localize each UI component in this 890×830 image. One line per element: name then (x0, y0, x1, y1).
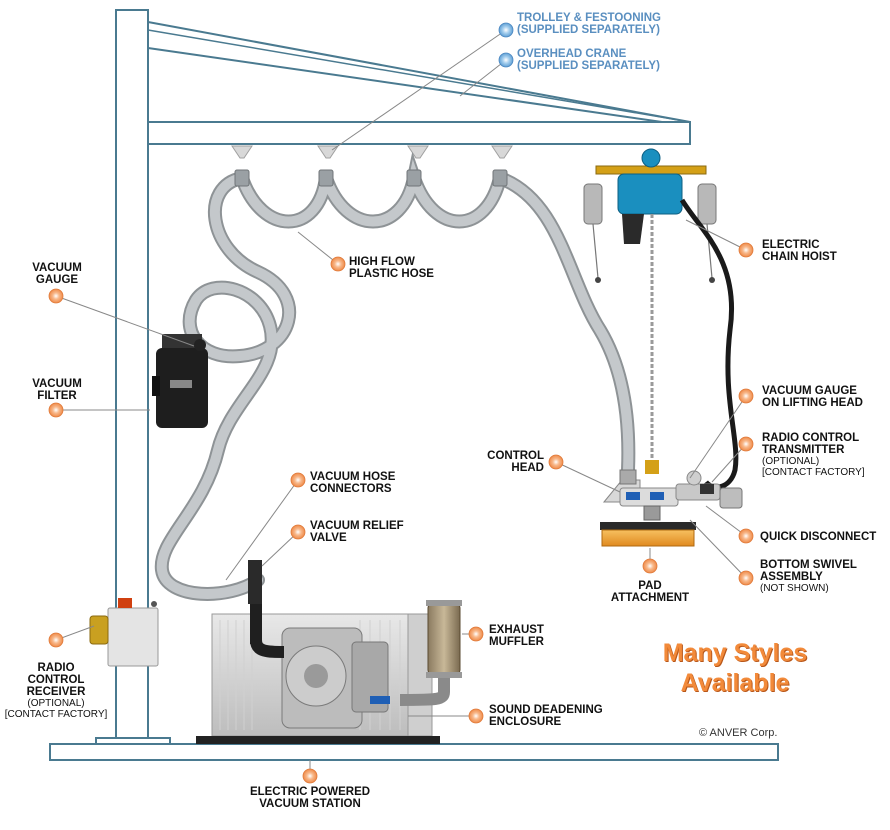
label-station-line2: VACUUM STATION (259, 798, 361, 810)
label-gauge-line2: GAUGE (35, 274, 79, 286)
label-pad: PAD ATTACHMENT (600, 580, 700, 604)
label-relief-line2: VALVE (310, 532, 347, 544)
label-station: ELECTRIC POWERED VACUUM STATION (230, 786, 390, 810)
label-hoist: ELECTRIC CHAIN HOIST (762, 239, 837, 263)
label-transmitter-note1: (OPTIONAL) (762, 456, 820, 467)
label-muffler: EXHAUST MUFFLER (489, 624, 544, 648)
label-transmitter-line1: RADIO CONTROL (762, 432, 860, 444)
label-receiver-note1: (OPTIONAL) (27, 698, 85, 709)
label-quick-disconnect-text: QUICK DISCONNECT (760, 531, 877, 543)
label-quick-disconnect: QUICK DISCONNECT (760, 531, 876, 543)
pointer-dot-icon (48, 402, 64, 418)
label-swivel-note: (NOT SHOWN) (760, 583, 829, 594)
floor-base (49, 743, 779, 761)
label-transmitter: RADIO CONTROL TRANSMITTER (OPTIONAL) [CO… (762, 432, 865, 478)
label-trolley: TROLLEY & FESTOONING (SUPPLIED SEPARATEL… (517, 12, 661, 36)
label-trolley-line1: TROLLEY & FESTOONING (517, 12, 661, 24)
pointer-dot-icon (290, 524, 306, 540)
label-filter: VACUUM FILTER (22, 378, 92, 402)
electric-chain-hoist (583, 148, 739, 490)
label-connectors-line2: CONNECTORS (310, 483, 392, 495)
label-control-head: CONTROL HEAD (470, 450, 544, 474)
label-hoist-line2: CHAIN HOIST (762, 251, 837, 263)
label-enclosure-line1: SOUND DEADENING (489, 704, 603, 716)
hose-clamps (234, 169, 508, 187)
label-hose-line1: HIGH FLOW (349, 256, 415, 268)
label-swivel-line1: BOTTOM SWIVEL (760, 559, 857, 571)
label-receiver-line2: CONTROL (27, 674, 85, 686)
crane-structure (49, 9, 779, 761)
radio-receiver (89, 598, 159, 667)
label-enclosure-line2: ENCLOSURE (489, 716, 562, 728)
label-head-gauge-line2: ON LIFTING HEAD (762, 397, 863, 409)
pointer-dot-icon (468, 708, 484, 724)
label-filter-line2: FILTER (37, 390, 77, 402)
label-pad-line2: ATTACHMENT (610, 592, 690, 604)
label-transmitter-line2: TRANSMITTER (762, 444, 845, 456)
label-hose: HIGH FLOW PLASTIC HOSE (349, 256, 434, 280)
vacuum-station (196, 560, 462, 744)
label-enclosure: SOUND DEADENING ENCLOSURE (489, 704, 603, 728)
control-head (600, 469, 743, 547)
label-muffler-line2: MUFFLER (489, 636, 544, 648)
pointer-lines (55, 29, 747, 772)
label-crane-line2: (SUPPLIED SEPARATELY) (517, 60, 660, 72)
label-station-line1: ELECTRIC POWERED (249, 786, 371, 798)
label-relief-line1: VACUUM RELIEF (310, 520, 404, 532)
label-gauge: VACUUM GAUGE (22, 262, 92, 286)
label-connectors-line1: VACUUM HOSE (310, 471, 396, 483)
label-filter-line1: VACUUM (32, 378, 82, 390)
pointer-dot-icon (738, 528, 754, 544)
pointer-dots (48, 242, 754, 784)
pointer-dot-icon (738, 436, 754, 452)
label-pad-line1: PAD (638, 580, 662, 592)
pointer-dot-icon (642, 558, 658, 574)
high-flow-hose (154, 151, 636, 601)
label-control-head-line2: HEAD (511, 462, 544, 474)
label-control-head-line1: CONTROL (487, 450, 544, 462)
pointer-dot-icon (548, 454, 564, 470)
label-swivel: BOTTOM SWIVEL ASSEMBLY (NOT SHOWN) (760, 559, 857, 594)
label-receiver-note2: [CONTACT FACTORY] (4, 709, 108, 720)
label-trolley-line2: (SUPPLIED SEPARATELY) (517, 24, 660, 36)
pointer-dot-icon (498, 22, 514, 38)
pointer-dot-icon (330, 256, 346, 272)
label-swivel-line2: ASSEMBLY (760, 571, 823, 583)
label-receiver-line1: RADIO (37, 662, 75, 674)
label-head-gauge-line1: VACUUM GAUGE (762, 385, 857, 397)
label-head-gauge: VACUUM GAUGE ON LIFTING HEAD (762, 385, 863, 409)
crane-boom (147, 121, 691, 145)
pointer-dot-icon (468, 626, 484, 642)
promo-line2: Available (680, 669, 790, 697)
label-transmitter-note2: [CONTACT FACTORY] (762, 467, 865, 478)
label-crane: OVERHEAD CRANE (SUPPLIED SEPARATELY) (517, 48, 660, 72)
label-receiver-line3: RECEIVER (26, 686, 86, 698)
label-hose-line2: PLASTIC HOSE (349, 268, 434, 280)
label-connectors: VACUUM HOSE CONNECTORS (310, 471, 395, 495)
promo-text: Many Styles Available (630, 638, 840, 698)
pointer-dot-icon (738, 388, 754, 404)
pointer-dot-icon (498, 52, 514, 68)
label-receiver: RADIO CONTROL RECEIVER (OPTIONAL) [CONTA… (2, 662, 110, 720)
promo-line1: Many Styles (662, 639, 808, 667)
pointer-dots-blue (498, 22, 514, 68)
copyright: © ANVER Corp. (699, 727, 778, 739)
label-hoist-line1: ELECTRIC (762, 239, 820, 251)
pointer-dot-icon (290, 472, 306, 488)
pointer-dot-icon (48, 632, 64, 648)
pointer-dot-icon (48, 288, 64, 304)
label-muffler-line1: EXHAUST (489, 624, 544, 636)
pointer-dot-icon (738, 570, 754, 586)
pointer-dot-icon (738, 242, 754, 258)
label-crane-line1: OVERHEAD CRANE (517, 48, 627, 60)
vacuum-filter (152, 334, 208, 428)
label-gauge-line1: VACUUM (32, 262, 82, 274)
crane-brace (147, 20, 691, 128)
festoon-trolleys (231, 145, 513, 159)
label-relief: VACUUM RELIEF VALVE (310, 520, 404, 544)
column-foot (95, 737, 171, 745)
pointer-dot-icon (302, 768, 318, 784)
